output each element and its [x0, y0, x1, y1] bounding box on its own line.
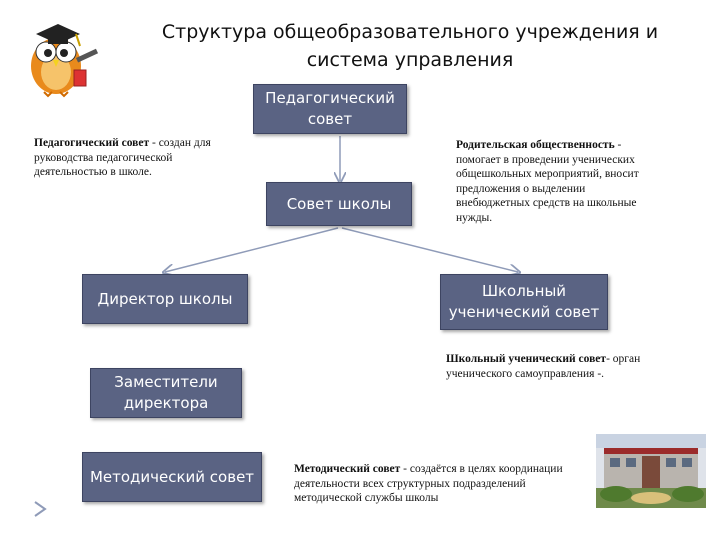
- parents-note-text: - помогает в проведении ученических обще…: [456, 139, 639, 224]
- method-council-label: Методический совет: [89, 467, 255, 486]
- school-building-photo: [596, 434, 706, 508]
- deputies-box: Заместители директора: [90, 368, 242, 418]
- method-council-box: Методический совет: [82, 452, 262, 502]
- student-note-term: Школьный ученический совет: [446, 353, 607, 365]
- ped-note-text: - создан для руководства педагогической …: [34, 137, 211, 178]
- ped-council-label: Педагогический совет: [265, 89, 395, 128]
- page-title: Структура общеобразовательного учреждени…: [140, 18, 680, 74]
- school-council-box: Совет школы: [266, 182, 412, 226]
- director-box: Директор школы: [82, 274, 248, 324]
- student-council-note: Школьный ученический совет- орган ученич…: [446, 352, 696, 381]
- deputies-label: Заместители директора: [114, 373, 218, 412]
- owl-graduate-icon: [31, 24, 99, 98]
- student-note-text: - орган ученического самоуправления -.: [446, 353, 641, 380]
- arrow-school-to-director: [165, 227, 339, 272]
- parents-note-term: Родительская общественность: [456, 139, 615, 151]
- method-note-term: Методический совет: [294, 463, 401, 475]
- ped-council-box: Педагогический совет: [253, 84, 407, 134]
- school-council-label: Совет школы: [286, 194, 392, 213]
- method-council-note: Методический совет - создаётся в целях к…: [294, 462, 582, 506]
- title-line-2: система управления: [306, 49, 514, 71]
- ped-council-note: Педагогический совет - создан для руково…: [34, 136, 248, 180]
- parents-note: Родительская общественность - помогает в…: [456, 138, 642, 225]
- arrow-school-to-students: [341, 227, 518, 272]
- student-council-box: Школьный ученический совет: [440, 274, 608, 330]
- director-label: Директор школы: [97, 289, 233, 308]
- title-line-1: Структура общеобразовательного учреждени…: [161, 21, 659, 43]
- method-note-text: - создаётся в целях координации деятельн…: [294, 463, 563, 504]
- slide-nav-arrow-icon[interactable]: [32, 500, 48, 518]
- ped-note-term: Педагогический совет: [34, 137, 150, 149]
- student-council-label: Школьный ученический совет: [448, 282, 600, 321]
